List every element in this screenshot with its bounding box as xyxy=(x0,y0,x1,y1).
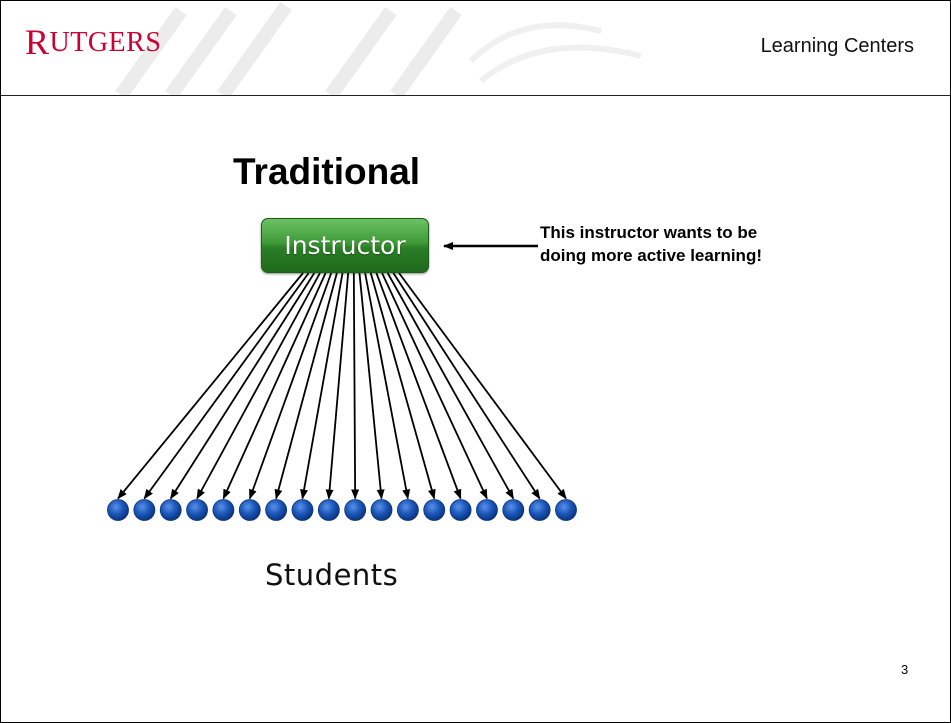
student-dot xyxy=(555,499,577,521)
student-arrow xyxy=(392,272,541,500)
student-dot xyxy=(528,499,551,521)
student-dot xyxy=(212,499,235,521)
students-label: Students xyxy=(265,558,399,592)
student-arrow xyxy=(143,272,310,500)
student-dot xyxy=(291,499,314,521)
header-watermark xyxy=(115,1,642,95)
student-arrow xyxy=(398,272,567,500)
student-dot xyxy=(423,499,446,521)
student-arrow xyxy=(274,272,338,500)
student-dot xyxy=(396,499,419,521)
student-dot xyxy=(186,499,208,521)
student-dot xyxy=(265,499,288,521)
student-dot xyxy=(133,499,156,521)
student-arrows xyxy=(117,272,567,500)
page-number: 3 xyxy=(901,662,909,677)
student-arrow xyxy=(375,272,462,500)
student-arrow xyxy=(248,272,333,500)
student-arrow xyxy=(169,272,316,500)
callout-line-2: doing more active learning! xyxy=(540,246,762,265)
student-arrow xyxy=(196,272,321,500)
student-arrow xyxy=(351,272,360,500)
student-dot xyxy=(344,499,367,521)
student-arrow xyxy=(222,272,327,500)
student-dot xyxy=(476,499,498,521)
instructor-box: Instructor xyxy=(261,218,429,273)
header-title: Learning Centers xyxy=(760,35,914,57)
callout-line-1: This instructor wants to be xyxy=(540,223,758,242)
student-dot xyxy=(449,499,472,521)
student-arrow xyxy=(300,272,344,500)
student-dot xyxy=(502,499,525,521)
slide-title: Traditional xyxy=(233,151,421,192)
slide-header: RUTGERS Learning Centers xyxy=(1,1,950,95)
student-dot xyxy=(159,499,182,521)
student-dot xyxy=(238,499,261,521)
student-arrow xyxy=(369,272,436,500)
student-arrow xyxy=(381,272,488,500)
student-dot xyxy=(317,499,340,521)
instructor-label: Instructor xyxy=(284,231,406,260)
student-dot xyxy=(370,499,393,521)
student-arrow xyxy=(325,272,350,500)
student-arrow xyxy=(117,272,304,500)
callout-text: This instructor wants to be doing more a… xyxy=(540,221,870,267)
student-arrow xyxy=(358,272,385,500)
header-divider xyxy=(1,95,950,96)
student-arrow xyxy=(386,272,515,500)
student-dot xyxy=(107,499,129,521)
student-arrow xyxy=(364,272,411,500)
rutgers-logo: RUTGERS xyxy=(25,22,162,62)
student-dots xyxy=(107,499,577,521)
